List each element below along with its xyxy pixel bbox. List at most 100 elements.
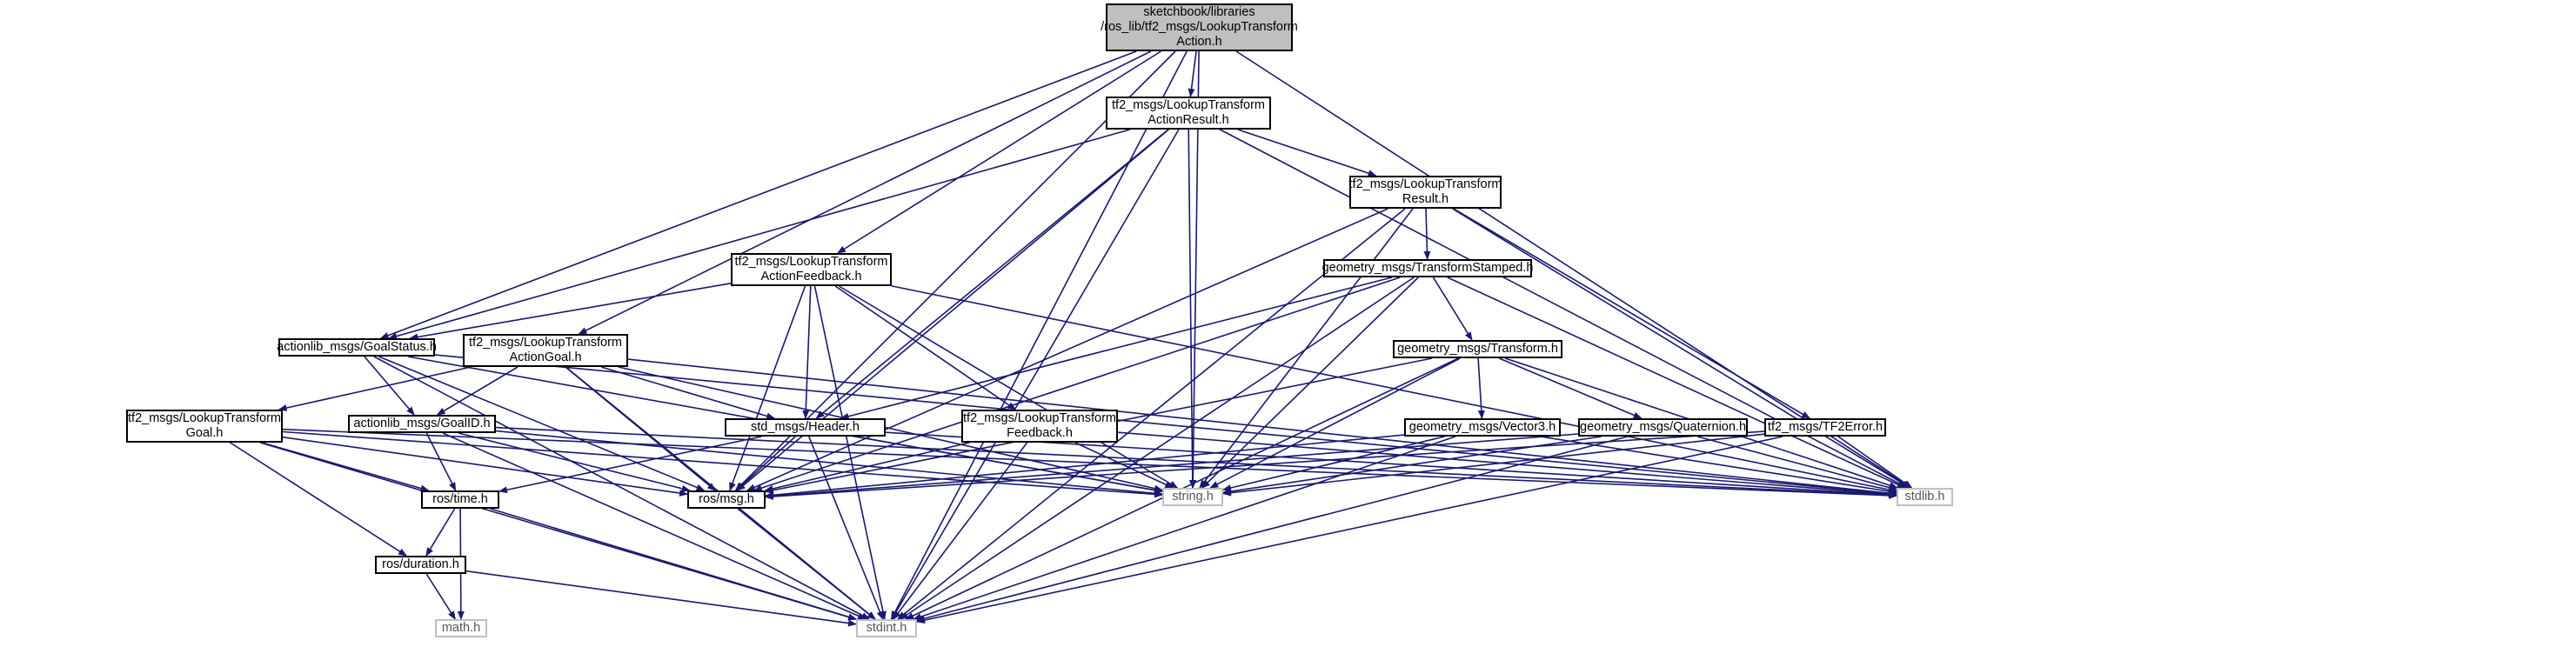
edge-goal-to-ros_msg bbox=[282, 436, 688, 497]
edge-result-to-transform_stamped bbox=[1423, 208, 1431, 260]
edge-action_goal-to-stdlib_h bbox=[627, 358, 1897, 497]
edge-transform-to-vector3 bbox=[1477, 357, 1485, 419]
edge-action_feedback-to-stdlib_h bbox=[891, 285, 1897, 494]
node-tf2-error[interactable]: tf2_msgs/TF2Error.h bbox=[1764, 418, 1886, 437]
node-label-line: ros/msg.h bbox=[699, 492, 754, 506]
node-label-line: Action.h bbox=[1176, 35, 1222, 49]
edge-header-to-stdint_h bbox=[808, 436, 884, 620]
node-label-line: tf2_msgs/LookupTransform bbox=[734, 255, 888, 269]
node-lookup-transform-action-result[interactable]: tf2_msgs/LookupTransform ActionResult.h bbox=[1106, 97, 1271, 130]
edge-action_goal-to-string_h bbox=[618, 366, 1163, 492]
edge-tf2error-to-string_h bbox=[1222, 433, 1765, 497]
edge-goal_id-to-stdint_h bbox=[442, 432, 867, 620]
node-label-line: ros/duration.h bbox=[382, 557, 459, 571]
edge-ros_duration-to-stdint_h bbox=[465, 570, 857, 627]
node-goal-status[interactable]: actionlib_msgs/GoalStatus.h bbox=[277, 338, 437, 357]
node-ros-duration[interactable]: ros/duration.h bbox=[375, 556, 466, 574]
edge-transform-to-string_h bbox=[1209, 357, 1461, 489]
node-lookup-transform-feedback[interactable]: tf2_msgs/LookupTransform Feedback.h bbox=[961, 410, 1118, 443]
edge-ros_duration-to-math_h bbox=[425, 573, 456, 620]
node-std-msgs-header[interactable]: std_msgs/Header.h bbox=[725, 418, 886, 437]
edge-action_feedback-to-string_h bbox=[838, 285, 1179, 489]
edge-feedback-to-stdlib_h bbox=[1117, 431, 1897, 498]
edge-vector3-to-stdlib_h bbox=[1540, 436, 1897, 495]
node-string-h: string.h bbox=[1162, 488, 1223, 506]
dependency-edges bbox=[230, 50, 1913, 627]
edge-feedback-to-string_h bbox=[1074, 442, 1174, 489]
node-label-line: ActionGoal.h bbox=[509, 350, 582, 364]
edge-action_result-to-goal_status bbox=[388, 129, 1130, 340]
node-label-line: sketchbook/libraries bbox=[1143, 5, 1255, 19]
edge-vector3-to-stdint_h bbox=[913, 436, 1456, 620]
node-label-line: actionlib_msgs/GoalID.h bbox=[353, 417, 491, 430]
node-goal-id[interactable]: actionlib_msgs/GoalID.h bbox=[348, 415, 496, 433]
edge-root-to-stdint_h bbox=[890, 50, 1188, 620]
edge-quaternion-to-ros_msg bbox=[765, 433, 1579, 500]
edge-root-to-action_goal bbox=[578, 50, 1152, 335]
edge-action_goal-to-goal bbox=[278, 366, 472, 411]
edge-tf2error-to-stdlib_h bbox=[1837, 436, 1913, 489]
edge-tf2error-to-stdint_h bbox=[916, 436, 1783, 624]
edge-action_feedback-to-feedback bbox=[834, 285, 1017, 410]
node-lookup-transform-goal[interactable]: tf2_msgs/LookupTransform Goal.h bbox=[126, 410, 283, 443]
node-stdlib-h: stdlib.h bbox=[1897, 488, 1953, 506]
node-label-line: tf2_msgs/LookupTransform bbox=[128, 411, 281, 425]
edge-transform-to-quaternion bbox=[1498, 357, 1643, 419]
node-transform-stamped[interactable]: geometry_msgs/TransformStamped.h bbox=[1321, 259, 1534, 277]
node-quaternion[interactable]: geometry_msgs/Quaternion.h bbox=[1578, 418, 1748, 437]
edge-root-to-action_feedback bbox=[837, 50, 1161, 254]
edge-vector3-to-ros_msg bbox=[765, 434, 1405, 499]
node-label-line: Goal.h bbox=[185, 426, 224, 440]
edge-tf2error-to-ros_msg bbox=[765, 430, 1765, 500]
edge-header-to-string_h bbox=[855, 436, 1163, 494]
node-label-line: Result.h bbox=[1402, 192, 1449, 206]
node-label-line: actionlib_msgs/GoalStatus.h bbox=[277, 340, 437, 354]
edge-goal-to-stdlib_h bbox=[282, 428, 1897, 499]
node-ros-msg[interactable]: ros/msg.h bbox=[687, 490, 766, 509]
node-transform[interactable]: geometry_msgs/Transform.h bbox=[1393, 340, 1562, 358]
node-label-line: ActionResult.h bbox=[1147, 113, 1229, 127]
node-label-line: geometry_msgs/Vector3.h bbox=[1408, 420, 1556, 434]
node-label-line: string.h bbox=[1172, 490, 1214, 504]
edge-vector3-to-string_h bbox=[1222, 436, 1445, 491]
node-lookup-transform-action-goal[interactable]: tf2_msgs/LookupTransform ActionGoal.h bbox=[463, 334, 628, 367]
node-lookup-transform-action-feedback[interactable]: tf2_msgs/LookupTransform ActionFeedback.… bbox=[731, 253, 892, 286]
edge-action_result-to-stdint_h bbox=[891, 129, 1180, 620]
node-lookup-transform-result[interactable]: tf2_msgs/LookupTransform Result.h bbox=[1349, 176, 1502, 209]
node-label-line: geometry_msgs/TransformStamped.h bbox=[1321, 261, 1534, 275]
edge-header-to-stdlib_h bbox=[885, 431, 1897, 498]
node-label-line: ActionFeedback.h bbox=[760, 270, 862, 283]
edge-action_feedback-to-ros_msg bbox=[729, 285, 806, 491]
node-label-line: stdlib.h bbox=[1904, 490, 1945, 504]
edge-result-to-ros_msg bbox=[746, 208, 1388, 491]
node-label-line: tf2_msgs/LookupTransform bbox=[1348, 177, 1502, 191]
edge-header-to-ros_msg bbox=[735, 436, 796, 491]
edge-goal_status-to-stdint_h bbox=[373, 356, 871, 620]
edge-goal_status-to-ros_msg bbox=[378, 356, 706, 491]
node-label-line: math.h bbox=[441, 621, 481, 635]
edge-goal-to-ros_time bbox=[261, 442, 430, 492]
edge-goal-to-string_h bbox=[282, 430, 1163, 498]
edge-transform_stamped-to-stdlib_h bbox=[1447, 277, 1906, 489]
edge-action_goal-to-header bbox=[600, 366, 776, 420]
edge-action_result-to-header bbox=[815, 129, 1169, 419]
edge-transform_stamped-to-stdint_h bbox=[899, 277, 1415, 620]
edge-goal_id-to-stdlib_h bbox=[495, 426, 1897, 499]
edge-feedback-to-ros_msg bbox=[764, 442, 970, 492]
edge-transform_stamped-to-ros_msg bbox=[753, 277, 1401, 491]
node-ros-time[interactable]: ros/time.h bbox=[421, 490, 499, 509]
edge-root-to-action_result bbox=[1188, 50, 1197, 97]
edge-action_result-to-result bbox=[1237, 129, 1377, 177]
node-label-line: ros/time.h bbox=[432, 492, 488, 506]
edge-goal_id-to-string_h bbox=[495, 430, 1163, 497]
node-label-line: tf2_msgs/LookupTransform bbox=[469, 336, 622, 350]
node-label-line: std_msgs/Header.h bbox=[751, 420, 860, 434]
edge-goal_status-to-stdlib_h bbox=[434, 354, 1897, 497]
edge-quaternion-to-stdlib_h bbox=[1696, 436, 1897, 491]
node-label-line: Feedback.h bbox=[1007, 426, 1073, 440]
edge-action_feedback-to-goal_status bbox=[409, 283, 732, 341]
node-vector3[interactable]: geometry_msgs/Vector3.h bbox=[1404, 418, 1561, 437]
edge-action_feedback-to-header bbox=[802, 285, 812, 419]
edge-goal-to-ros_duration bbox=[230, 442, 407, 557]
node-label-line: geometry_msgs/Transform.h bbox=[1397, 342, 1558, 356]
